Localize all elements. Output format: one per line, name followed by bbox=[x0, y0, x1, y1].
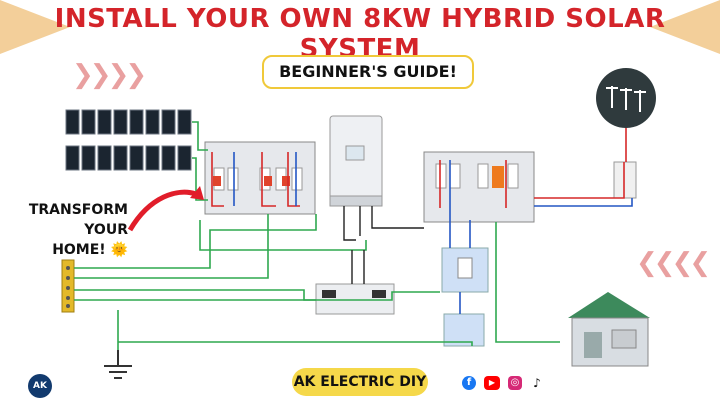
callout-line-1: TRANSFORM YOUR bbox=[28, 202, 128, 238]
subtitle-badge: BEGINNER'S GUIDE! bbox=[262, 55, 474, 89]
chevrons-left: ❯❯❯❯ bbox=[72, 60, 147, 90]
instagram-icon[interactable]: ◎ bbox=[508, 376, 522, 390]
ak-logo: AK bbox=[28, 374, 52, 398]
youtube-icon[interactable]: ▶ bbox=[484, 376, 500, 390]
callout-line-2: HOME! 🌞 bbox=[52, 242, 128, 258]
chevrons-right: ❮❮❮❮ bbox=[636, 248, 711, 278]
isolator-switch-bottom bbox=[443, 313, 485, 347]
callout-arrow bbox=[127, 189, 197, 232]
ground-symbol bbox=[104, 350, 132, 379]
facebook-icon[interactable]: f bbox=[462, 376, 476, 390]
grid-breaker bbox=[613, 161, 637, 199]
callout-text: TRANSFORM YOUR HOME! 🌞 bbox=[4, 200, 128, 260]
house-load bbox=[568, 292, 650, 367]
social-icons: f ▶ ◎ ♪ bbox=[462, 376, 544, 390]
solar-array bbox=[65, 109, 192, 171]
battery-pack bbox=[315, 283, 395, 315]
tiktok-icon[interactable]: ♪ bbox=[533, 376, 541, 390]
brand-badge: AK ELECTRIC DIY bbox=[292, 368, 428, 396]
